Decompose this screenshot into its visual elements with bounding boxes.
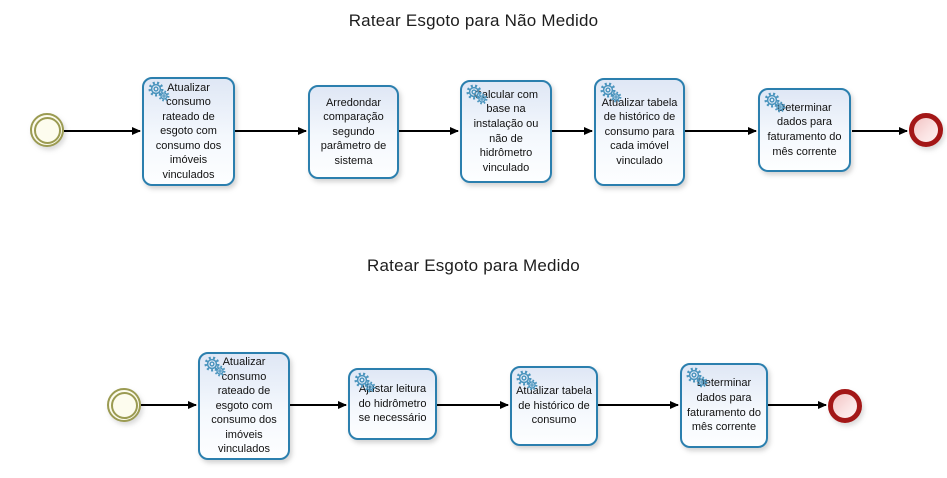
task-label: Calcular com base na instalação ou não d…	[473, 88, 539, 174]
flow2-task-atualizar-consumo-rateado: Atualizar consumo rateado de esgoto com …	[198, 352, 290, 460]
flow2-task-determinar-dados: Determinar dados para faturamento do mês…	[680, 363, 768, 448]
flow2-connector-2	[290, 404, 346, 406]
flow2-connector-1	[141, 404, 196, 406]
flow1-task-atualizar-consumo-rateado: Atualizar consumo rateado de esgoto com …	[142, 77, 235, 186]
flow1-connector-5	[685, 130, 756, 132]
task-label: Atualizar tabela de histórico de consumo	[516, 385, 592, 427]
task-label: Determinar dados para faturamento do mês…	[767, 101, 842, 158]
flow2-connector-3	[437, 404, 508, 406]
flow2-connector-4	[598, 404, 678, 406]
flow1-connector-6	[852, 130, 907, 132]
flow2-start-event	[107, 388, 141, 422]
flow1-task-calcular-instalacao: Calcular com base na instalação ou não d…	[460, 80, 552, 183]
flow1-start-event	[30, 113, 64, 147]
flow2-end-event	[828, 389, 862, 423]
task-label: Atualizar consumo rateado de esgoto com …	[155, 81, 222, 181]
flow1-connector-4	[552, 130, 592, 132]
flow1-connector-2	[235, 130, 306, 132]
flow1-connector-3	[399, 130, 458, 132]
flow2-connector-5	[768, 404, 826, 406]
flow1-title: Ratear Esgoto para Não Medido	[348, 11, 599, 30]
flow1-connector-1	[64, 130, 140, 132]
flow1-task-determinar-dados: Determinar dados para faturamento do mês…	[758, 88, 851, 172]
flow1-task-atualizar-tabela-historico: Atualizar tabela de histórico de consumo…	[594, 78, 685, 186]
task-label: Atualizar tabela de histórico de consumo…	[601, 96, 678, 167]
flow1-task-arredondar-comparacao: Arredondar comparação segundo parâmetro …	[308, 85, 399, 179]
task-label: Arredondar comparação segundo parâmetro …	[320, 96, 387, 167]
flow1-end-event	[909, 113, 943, 147]
task-label: Ajustar leitura do hidrômetro se necessá…	[358, 383, 427, 425]
flow2-title: Ratear Esgoto para Medido	[367, 256, 580, 275]
flow2-task-ajustar-leitura: Ajustar leitura do hidrômetro se necessá…	[348, 368, 437, 440]
flow2-task-atualizar-tabela-historico: Atualizar tabela de histórico de consumo	[510, 366, 598, 446]
task-label: Determinar dados para faturamento do mês…	[687, 377, 761, 434]
task-label: Atualizar consumo rateado de esgoto com …	[211, 356, 277, 456]
